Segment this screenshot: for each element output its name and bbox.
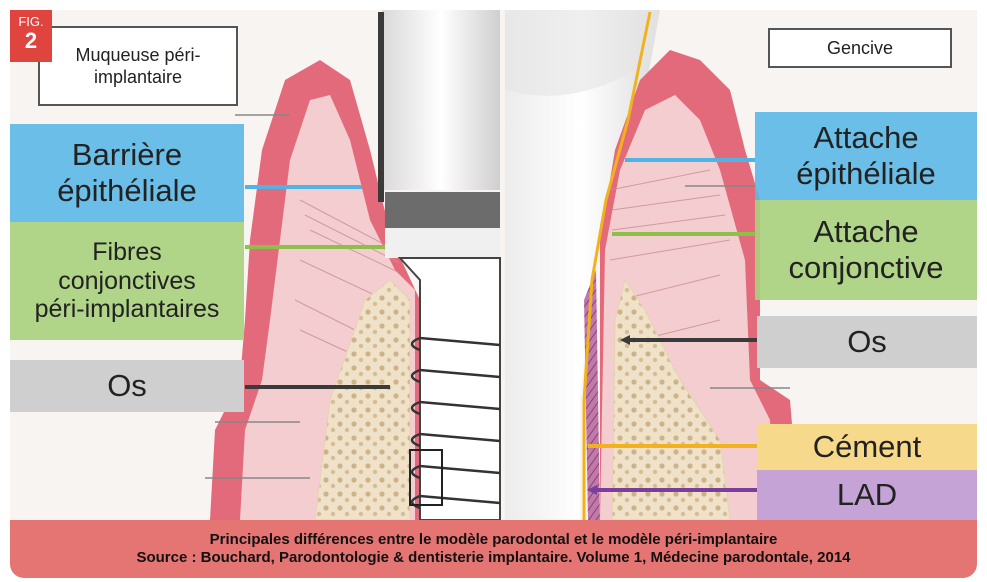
caption-line2: Source : Bouchard, Parodontologie & dent… xyxy=(136,549,850,567)
label-os-left: Os xyxy=(10,360,244,412)
label-barriere-line1: Barrière xyxy=(72,137,182,173)
label-cement: Cément xyxy=(757,424,977,470)
label-attache-conj-line2: conjonctive xyxy=(788,250,943,286)
implant-edge xyxy=(378,12,384,202)
implant-neck xyxy=(385,228,500,258)
caption-line1: Principales différences entre le modèle … xyxy=(210,531,778,549)
label-attache-epitheliale: Attache épithéliale xyxy=(755,112,977,200)
figure-caption: Principales différences entre le modèle … xyxy=(10,520,977,578)
left-header-box: Muqueuse péri-implantaire xyxy=(38,26,238,106)
label-lad-text: LAD xyxy=(837,477,897,513)
label-attache-epi-line2: épithéliale xyxy=(796,156,936,192)
label-fibres-line1: Fibres xyxy=(92,238,161,267)
label-attache-conjonctive: Attache conjonctive xyxy=(755,200,977,300)
implant-collar xyxy=(385,192,500,228)
figure-tag: FIG. xyxy=(10,15,52,28)
label-fibres-conjonctives: Fibres conjonctives péri-implantaires xyxy=(10,222,244,340)
left-header-text: Muqueuse péri-implantaire xyxy=(40,44,236,89)
label-lad: LAD xyxy=(757,470,977,520)
label-fibres-line2: conjonctives xyxy=(58,267,196,296)
label-os-right-text: Os xyxy=(847,324,887,360)
implant-abutment xyxy=(382,10,500,190)
figure-badge: FIG. 2 xyxy=(10,10,52,62)
label-attache-conj-line1: Attache xyxy=(813,214,918,250)
right-header-text: Gencive xyxy=(827,37,893,60)
label-os-right: Os xyxy=(757,316,977,368)
label-os-left-text: Os xyxy=(107,368,147,404)
label-barriere-epitheliale: Barrière épithéliale xyxy=(10,124,244,222)
label-fibres-line3: péri-implantaires xyxy=(35,295,220,324)
label-cement-text: Cément xyxy=(813,429,922,465)
figure-number: 2 xyxy=(10,30,52,52)
label-attache-epi-line1: Attache xyxy=(813,120,918,156)
label-barriere-line2: épithéliale xyxy=(57,173,197,209)
right-header-box: Gencive xyxy=(768,28,952,68)
